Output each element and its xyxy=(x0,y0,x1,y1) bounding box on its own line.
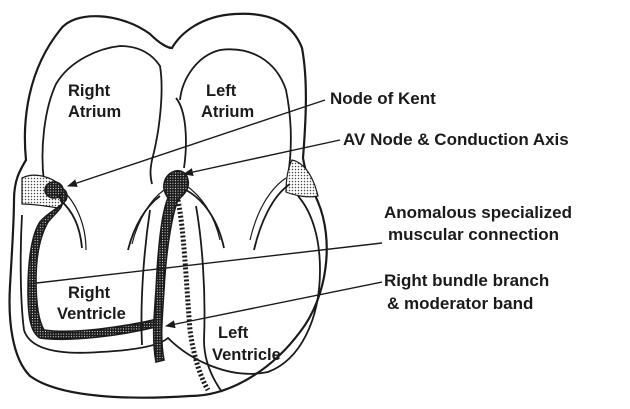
anomalous-label-2: muscular connection xyxy=(388,225,559,244)
left-ventricle-label-1: Left xyxy=(218,324,249,342)
right-bundle-label-2: & moderator band xyxy=(387,294,533,313)
node-of-kent xyxy=(45,182,63,198)
left-atrium-label-1: Left xyxy=(206,82,237,100)
right-ventricle-label-2: Ventricle xyxy=(57,305,126,323)
node-of-kent-label: Node of Kent xyxy=(330,89,436,108)
left-av-ring xyxy=(286,160,318,197)
right-atrium-label-1: Right xyxy=(68,82,111,100)
right-ventricle-label-1: Right xyxy=(68,284,111,302)
left-ventricle-label-2: Ventricle xyxy=(212,346,281,364)
right-atrium-label-2: Atrium xyxy=(68,103,121,121)
right-bundle-label-1: Right bundle branch xyxy=(384,271,549,290)
left-atrium-label-2: Atrium xyxy=(201,103,254,121)
av-node-label: AV Node & Conduction Axis xyxy=(343,130,569,149)
anomalous-label-1: Anomalous specialized xyxy=(384,203,572,222)
